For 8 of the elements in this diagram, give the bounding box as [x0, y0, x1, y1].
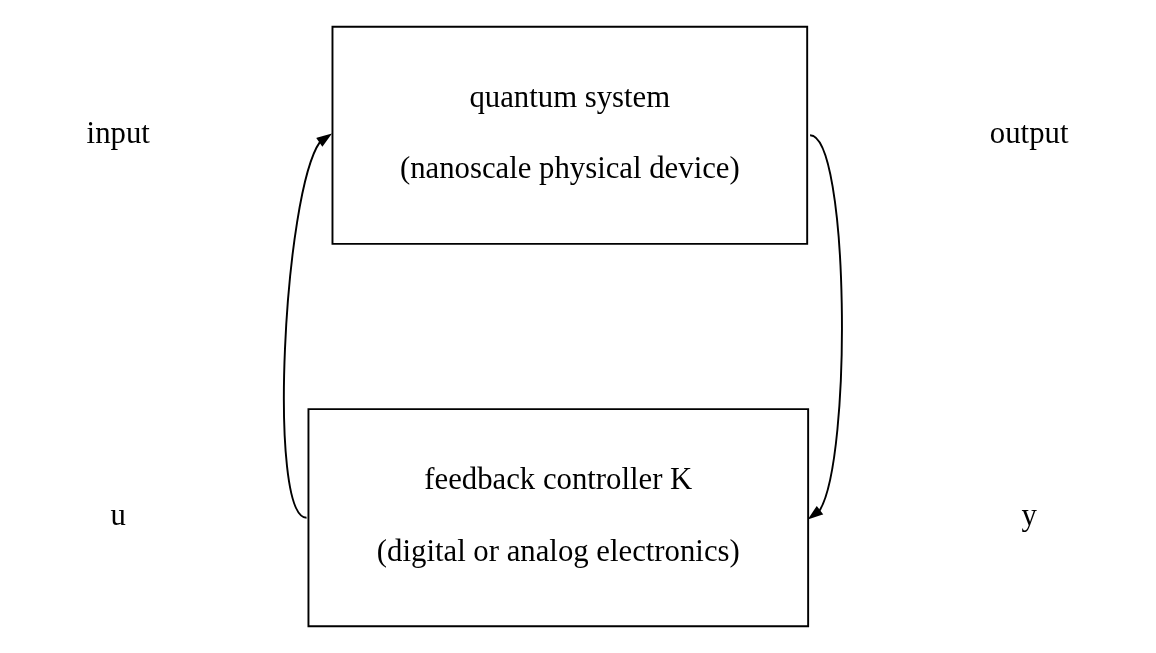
arrow — [807, 134, 843, 520]
node-box: feedback controller K (digital or analog electronics) — [307, 408, 810, 628]
arrow — [282, 133, 332, 519]
node-box: quantum system (nanoscale physical device) — [331, 25, 809, 245]
label: input — [86, 115, 150, 150]
label: u — [110, 498, 126, 533]
label: y — [1021, 498, 1037, 533]
label: output — [989, 115, 1069, 150]
